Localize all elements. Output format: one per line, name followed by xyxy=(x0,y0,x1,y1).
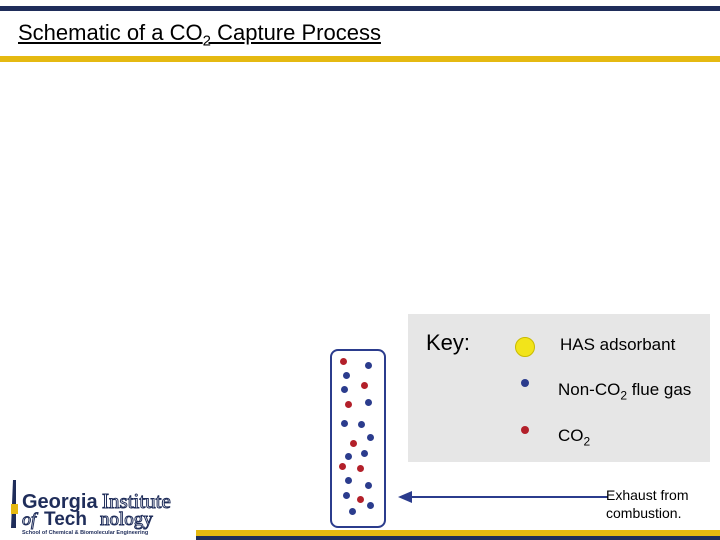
top-gold-bar xyxy=(0,56,720,62)
co2-molecule xyxy=(357,496,364,503)
bottom-navy-bar xyxy=(196,536,720,540)
flue-gas-molecule xyxy=(365,482,372,489)
flue-gas-molecule xyxy=(341,420,348,427)
flue-gas-molecule xyxy=(341,386,348,393)
top-navy-bar xyxy=(0,6,720,11)
georgia-tech-logo: Georgia Institute of Tech nology School … xyxy=(11,480,171,536)
co2-molecule xyxy=(361,382,368,389)
co2-molecule xyxy=(340,358,347,365)
key-panel: Key: HAS adsorbant Non-CO2 flue gas CO2 xyxy=(408,314,710,462)
red-dot-icon xyxy=(521,426,529,434)
adsorption-column xyxy=(330,349,386,528)
svg-text:Tech: Tech xyxy=(44,509,87,530)
flue-gas-molecule xyxy=(367,502,374,509)
exhaust-label: Exhaust from combustion. xyxy=(606,487,689,521)
bottom-gold-bar xyxy=(196,530,720,536)
flue-gas-molecule xyxy=(343,492,350,499)
flue-gas-molecule xyxy=(345,477,352,484)
blue-dot-icon xyxy=(521,379,529,387)
svg-text:nology: nology xyxy=(100,509,153,530)
flue-gas-molecule xyxy=(367,434,374,441)
flue-gas-molecule xyxy=(365,362,372,369)
flue-gas-molecule xyxy=(349,508,356,515)
key-item-co2: CO2 xyxy=(558,426,591,449)
key-item-has-adsorbant: HAS adsorbant xyxy=(560,335,676,354)
key-title: Key: xyxy=(426,330,471,355)
svg-text:of: of xyxy=(22,509,39,529)
co2-molecule xyxy=(339,463,346,470)
svg-text:Institute: Institute xyxy=(102,489,171,513)
svg-text:Georgia: Georgia xyxy=(22,491,98,513)
co2-molecule xyxy=(357,465,364,472)
co2-molecule xyxy=(345,401,352,408)
svg-text:School of Chemical & Biomolecu: School of Chemical & Biomolecular Engine… xyxy=(22,530,148,536)
key-item-non-co2: Non-CO2 flue gas xyxy=(558,380,692,403)
flue-gas-molecule xyxy=(365,399,372,406)
slide-title: Schematic of a CO2 Capture Process xyxy=(18,20,381,50)
flue-gas-molecule xyxy=(358,421,365,428)
flow-arrow xyxy=(398,491,608,503)
yellow-circle-icon xyxy=(515,337,535,357)
co2-molecule xyxy=(350,440,357,447)
flue-gas-molecule xyxy=(361,450,368,457)
flue-gas-molecule xyxy=(345,453,352,460)
flue-gas-molecule xyxy=(343,372,350,379)
